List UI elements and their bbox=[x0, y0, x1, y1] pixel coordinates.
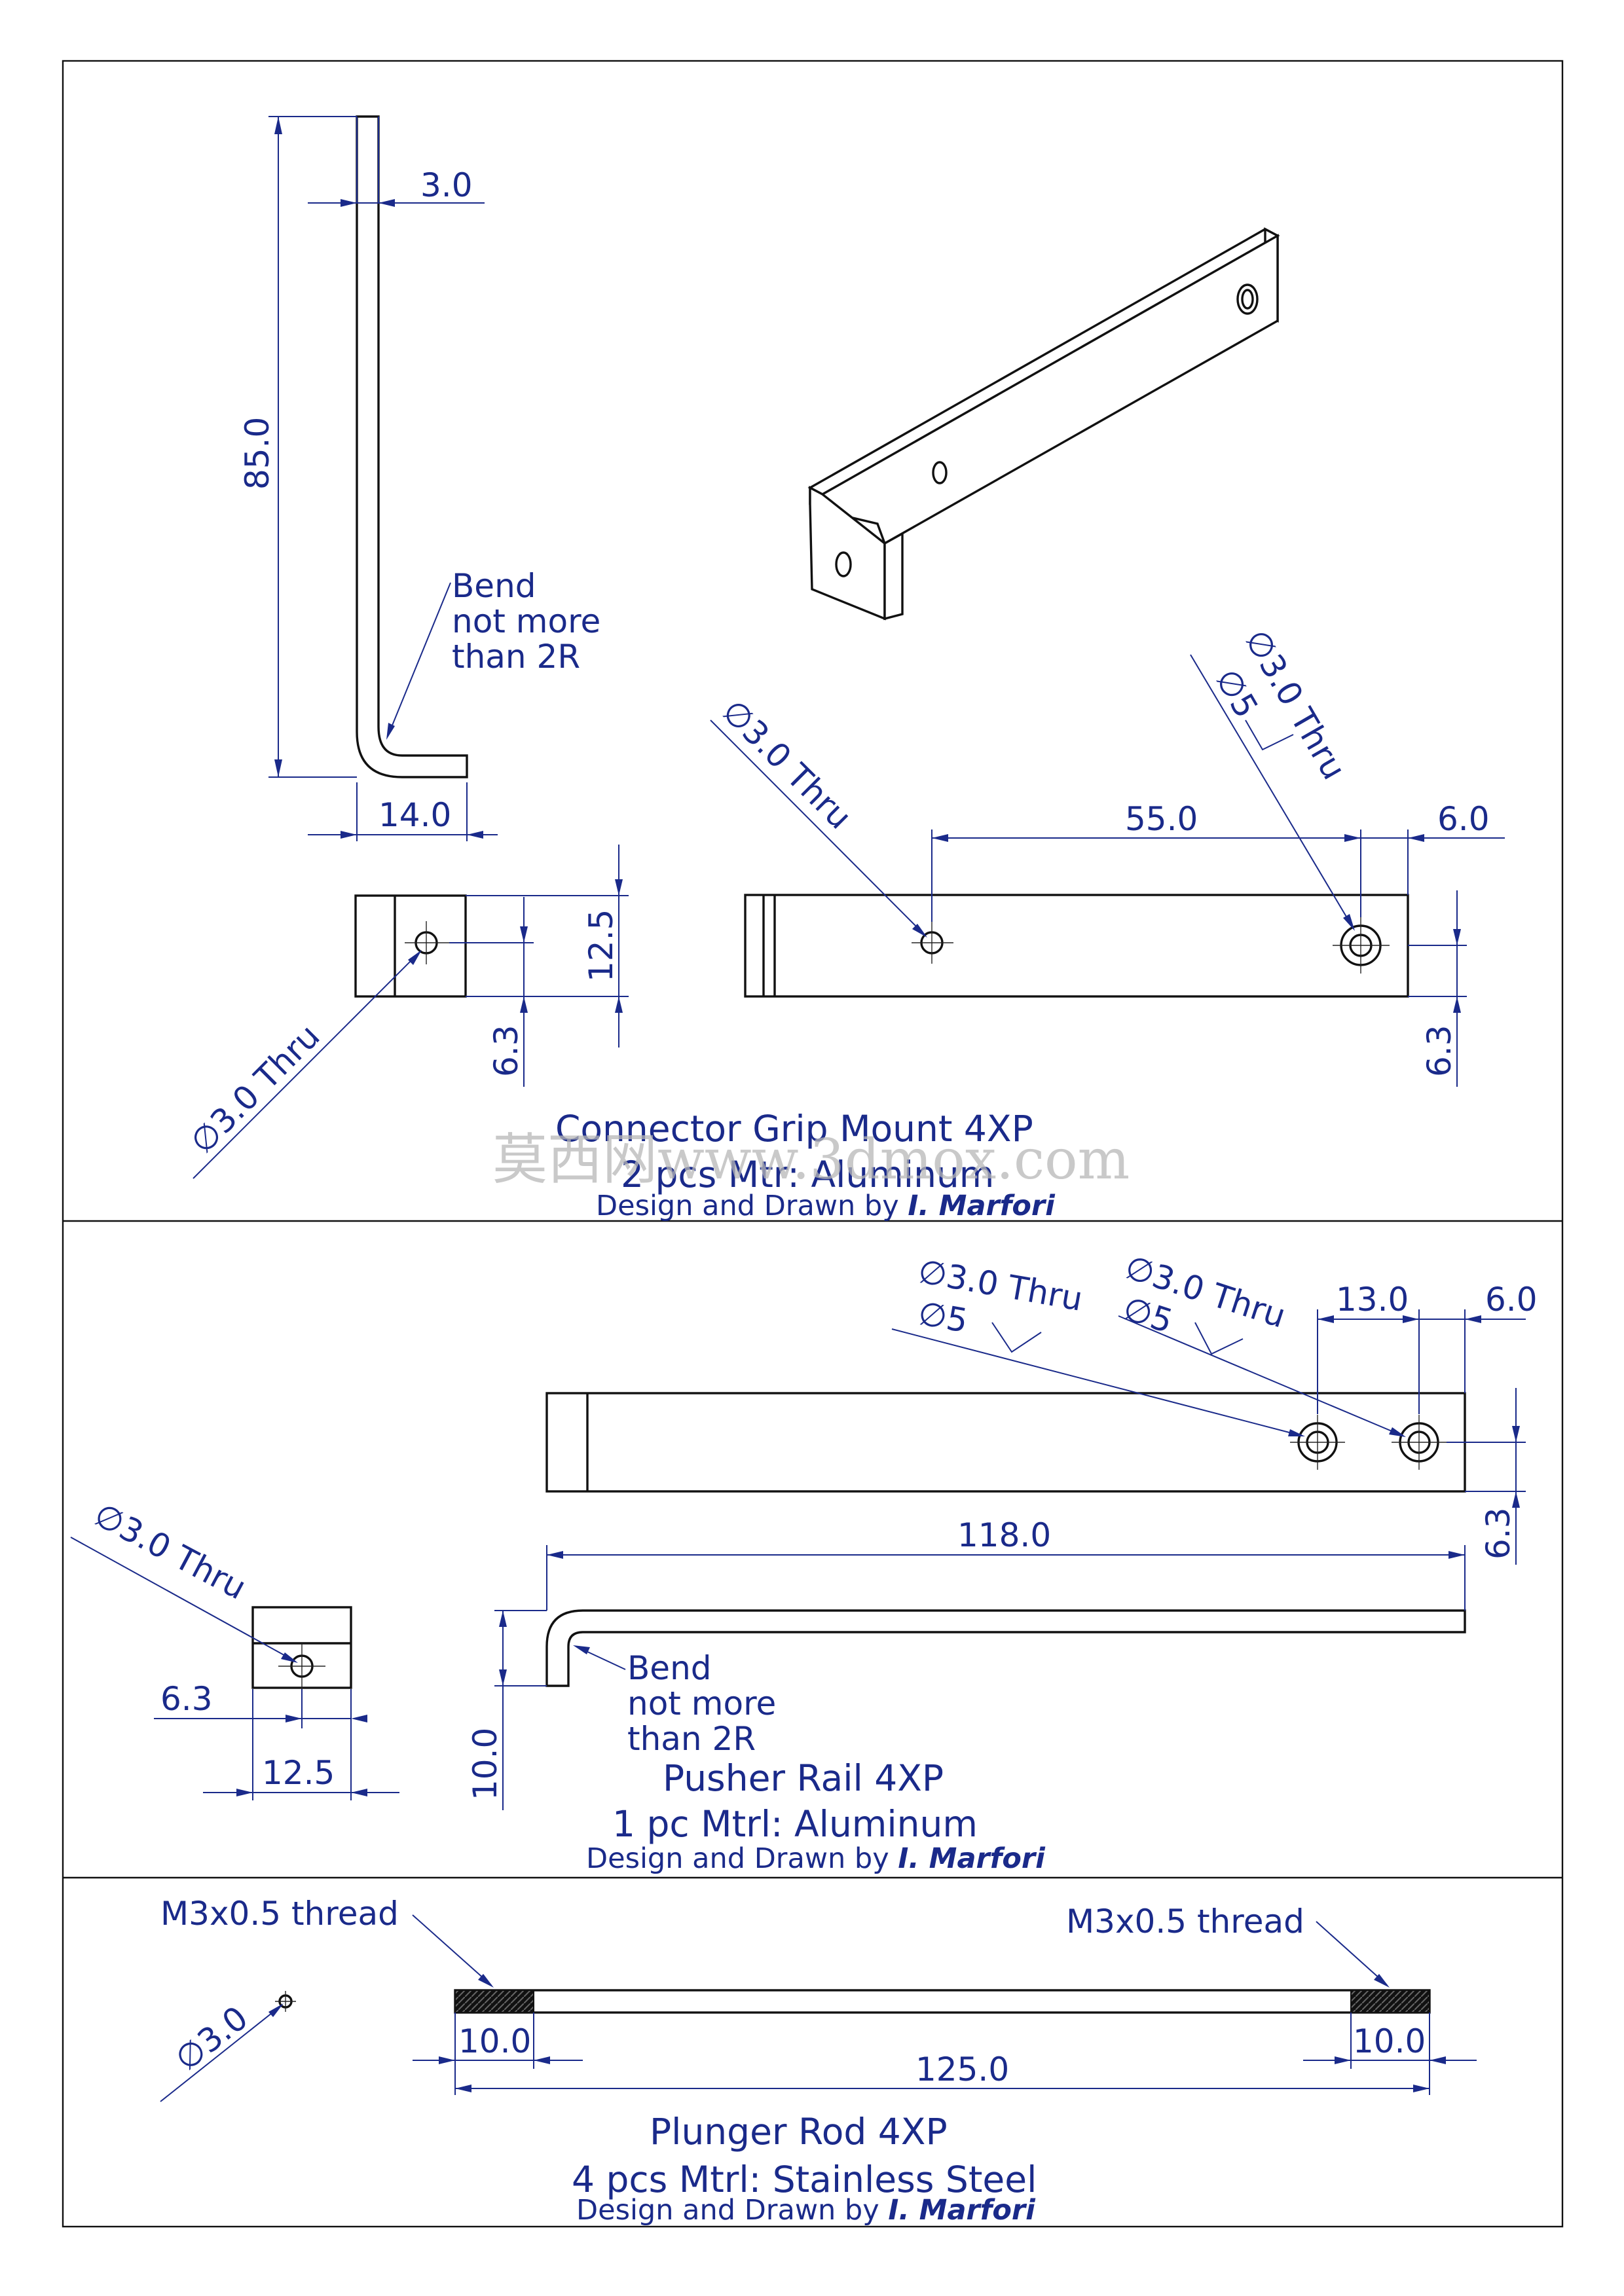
top-view bbox=[744, 894, 1409, 998]
panel-pusher-rail: 13.0 6.0 6.3 ∅3.0 Thru ∅5 ∅3.0 bbox=[70, 1248, 1538, 1875]
panel2-author: I. Marfori bbox=[898, 1842, 1046, 1875]
dim-rod-length-value: 125.0 bbox=[915, 2050, 1009, 2088]
panel-connector-grip-mount: 3.0 85.0 14.0 Bend not more than 2R bbox=[183, 115, 1505, 1222]
dim-rail-length-value: 118.0 bbox=[957, 1516, 1051, 1554]
sheet-border bbox=[62, 60, 1564, 2228]
rail-end-view bbox=[251, 1606, 352, 1689]
dim-thread-left-value: 10.0 bbox=[458, 2022, 531, 2060]
dim-hole-spacing: 13.0 bbox=[1317, 1281, 1420, 1414]
dim-leg: 14.0 bbox=[308, 782, 498, 841]
end-hole-callout-text: ∅3.0 Thru bbox=[183, 1017, 327, 1161]
dim-end-height: 12.5 bbox=[466, 845, 629, 1048]
rod-diameter-value: ∅3.0 bbox=[168, 1999, 255, 2078]
bend-note-line2: not more bbox=[452, 602, 600, 640]
dim-end-hole-offset-value: 6.3 bbox=[487, 1025, 525, 1077]
end-view bbox=[354, 894, 467, 998]
panel1-qty: 2 pcs Mtr: Aluminum bbox=[621, 1154, 994, 1195]
dim-span: 55.0 bbox=[931, 800, 1361, 922]
watermark: 莫西网www.3dmox.com bbox=[492, 1127, 1130, 1192]
dim-rod-length: 125.0 bbox=[455, 2050, 1430, 2092]
dim-thread-right-value: 10.0 bbox=[1353, 2022, 1426, 2060]
dim-rail-lip-value: 10.0 bbox=[466, 1728, 504, 1800]
rail-hole1-cbore-text: ∅5 bbox=[915, 1294, 970, 1340]
panel2-credit: Design and Drawn by I. Marfori bbox=[586, 1842, 1046, 1875]
dim-rail-hole-offset-value: 6.3 bbox=[1479, 1507, 1517, 1559]
panel3-author: I. Marfori bbox=[888, 2194, 1036, 2227]
dim-thread-right: 10.0 bbox=[1303, 2013, 1477, 2095]
panel1-credit: Design and Drawn by I. Marfori bbox=[596, 1190, 1056, 1222]
rail-bend-note: Bend not more than 2R bbox=[573, 1645, 776, 1758]
thread-note-right-text: M3x0.5 thread bbox=[1066, 1903, 1304, 1941]
panel1-credit-label: Design and Drawn by bbox=[596, 1190, 908, 1222]
dim-rail-end-width: 12.5 bbox=[203, 1689, 399, 1800]
rail-bend-line2: not more bbox=[627, 1685, 776, 1722]
dim-rail-end-hole-offset: 6.3 bbox=[154, 1680, 367, 1728]
panel2-credit-label: Design and Drawn by bbox=[586, 1842, 898, 1875]
rod-view bbox=[454, 1989, 1431, 2014]
dim-thickness: 3.0 bbox=[308, 117, 485, 207]
dim-rail-end-hole-offset-value: 6.3 bbox=[160, 1680, 213, 1718]
rod-section: ∅3.0 bbox=[160, 1991, 296, 2102]
bend-note-line1: Bend bbox=[452, 567, 536, 605]
rail-bend-line3: than 2R bbox=[627, 1720, 756, 1758]
dim-edge-value: 6.0 bbox=[1437, 800, 1490, 838]
panel2-qty: 1 pc Mtrl: Aluminum bbox=[612, 1803, 978, 1845]
thread-note-left: M3x0.5 thread bbox=[160, 1895, 494, 1988]
rail-bend-line1: Bend bbox=[627, 1649, 712, 1687]
bend-note-line3: than 2R bbox=[452, 638, 580, 676]
dim-edge: 6.0 bbox=[1361, 800, 1505, 895]
panel3-title: Plunger Rod 4XP bbox=[650, 2111, 948, 2153]
cbore-hole-callout: ∅3.0 Thru ∅5 bbox=[1190, 623, 1355, 931]
rail-end-hole-text: ∅3.0 Thru bbox=[88, 1495, 252, 1607]
panel3-credit: Design and Drawn by I. Marfori bbox=[576, 2194, 1036, 2227]
dim-height: 85.0 bbox=[238, 116, 357, 778]
dim-leg-value: 14.0 bbox=[378, 796, 451, 834]
dim-rail-hole-offset: 6.3 bbox=[1447, 1388, 1526, 1565]
thread-note-left-text: M3x0.5 thread bbox=[160, 1895, 399, 1933]
panel2-title: Pusher Rail 4XP bbox=[663, 1757, 944, 1799]
dim-height-value: 85.0 bbox=[238, 417, 276, 490]
hole-callout-text: ∅3.0 Thru bbox=[715, 692, 859, 836]
dim-rail-edge-value: 6.0 bbox=[1485, 1281, 1538, 1319]
dim-hole-spacing-value: 13.0 bbox=[1336, 1281, 1409, 1319]
panel3-credit-label: Design and Drawn by bbox=[576, 2194, 888, 2227]
dim-hole-offset: 6.3 bbox=[1408, 890, 1467, 1087]
dim-rail-end-width-value: 12.5 bbox=[262, 1754, 335, 1792]
bend-note: Bend not more than 2R bbox=[386, 567, 600, 740]
l-bracket-profile bbox=[356, 115, 468, 778]
dim-end-hole-offset: 6.3 bbox=[449, 897, 534, 1087]
dim-thread-left: 10.0 bbox=[413, 2013, 583, 2095]
dim-rail-length: 118.0 bbox=[546, 1516, 1466, 1611]
dim-span-value: 55.0 bbox=[1125, 800, 1198, 838]
dim-hole-offset-value: 6.3 bbox=[1420, 1025, 1458, 1077]
dim-thickness-value: 3.0 bbox=[420, 166, 473, 204]
panel1-title: Connector Grip Mount 4XP bbox=[555, 1108, 1033, 1150]
panel1-author: I. Marfori bbox=[908, 1190, 1056, 1222]
dim-rail-lip: 10.0 bbox=[466, 1610, 547, 1810]
isometric-view bbox=[807, 227, 1280, 621]
dim-rail-edge: 6.0 bbox=[1419, 1281, 1538, 1393]
dim-end-height-value: 12.5 bbox=[582, 909, 620, 982]
panel-plunger-rod: ∅3.0 M3x0.5 thread M3x0.5 thread 10.0 bbox=[160, 1895, 1477, 2227]
rail-top-view bbox=[545, 1392, 1466, 1493]
thread-note-right: M3x0.5 thread bbox=[1066, 1903, 1390, 1988]
panel3-qty: 4 pcs Mtrl: Stainless Steel bbox=[572, 2159, 1037, 2200]
